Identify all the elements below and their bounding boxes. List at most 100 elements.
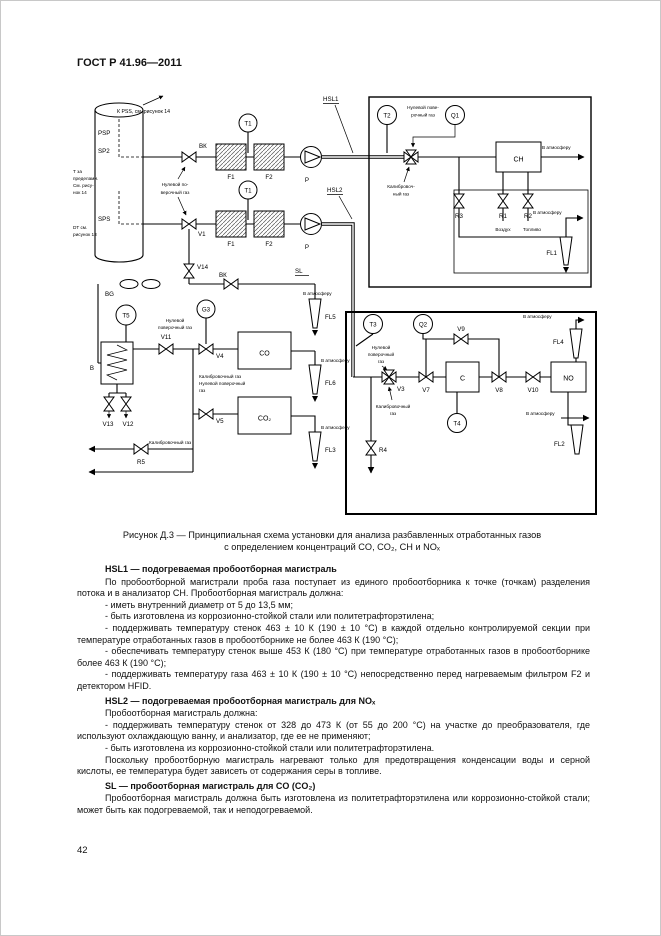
cal-gas-arrow-nox <box>387 386 393 401</box>
cooling-bath-b <box>100 341 134 385</box>
sensor-q2 <box>413 314 433 334</box>
analyzer-co2-box <box>237 396 292 435</box>
zero-gas-arrow-down <box>177 196 187 216</box>
label-zero-gas-c1: Нулевой <box>372 344 391 350</box>
valve-v3 <box>381 371 397 383</box>
list-item: - поддерживать температуру стенок от 328… <box>77 719 590 742</box>
valve-v5 <box>198 408 214 420</box>
ch-analyzer-enclosure: T2 Q1 Нулевой пове- рочный газ Калиброво… <box>368 96 592 288</box>
heated-pipe-hsl2-core <box>322 223 354 377</box>
label-sp2: SP2 <box>98 148 110 155</box>
label-bk2: ВК <box>219 272 227 279</box>
analyzer-no-box <box>550 361 587 393</box>
blower-bg-2 <box>141 279 161 289</box>
vent-fl1 <box>565 214 584 237</box>
rotameter-fl2 <box>570 424 584 455</box>
list-item: - обеспечивать температуру стенок выше 4… <box>77 646 590 668</box>
valve-v11 <box>158 343 174 355</box>
label-v4: V4 <box>216 353 224 360</box>
label-cal-gas-b2: газ <box>390 411 396 416</box>
zero-gas-arrow-up <box>177 166 186 180</box>
label-f1-bottom: F1 <box>227 241 235 248</box>
sl-branch: V14 ВК BG T5 В V13 V12 V11 Нулевой повер… <box>88 229 350 476</box>
label-r4: R4 <box>379 447 387 454</box>
pipes-sl <box>97 229 316 472</box>
regulator-r5 <box>133 443 149 455</box>
label-sl: SL <box>295 268 303 275</box>
page-number: 42 <box>77 845 88 856</box>
label-zero-gas-c2: поверочный <box>368 351 395 357</box>
sensor-t5 <box>115 304 137 326</box>
filter-f2-top <box>253 143 285 171</box>
valve-bk2 <box>223 278 239 290</box>
label-mid-gas-1: Калибровочный газ <box>199 373 241 379</box>
label-atm-fl5: В атмосферу <box>303 291 332 296</box>
enclosure-nox <box>345 311 597 515</box>
analyzer-ch-box <box>495 141 542 173</box>
label-hsl2: HSL2 <box>327 187 343 194</box>
label-v10: V10 <box>527 387 539 394</box>
label-r3: R3 <box>455 213 463 220</box>
label-r5: R5 <box>137 459 145 466</box>
label-fl3: FL3 <box>325 447 336 454</box>
list-item: - быть изготовлена из коррозионно-стойко… <box>105 742 435 753</box>
nox-analyzer-enclosure: T3 Q2 T4 Нулевой поверочный газ Калибров… <box>345 311 597 515</box>
hsl1-leader <box>323 103 354 154</box>
rotameter-fl3 <box>308 431 322 462</box>
figure-caption: Рисунок Д.3 — Принципиальная схема устан… <box>74 529 590 553</box>
fl1-drain-arrow <box>563 267 569 273</box>
label-hsl1: HSL1 <box>323 96 339 103</box>
tunnel-bottom <box>94 254 144 263</box>
sample-line-hsl2: V1 Нулевой по- верочный газ T1 F1 F2 P H… <box>143 166 355 377</box>
label-v5: V5 <box>216 418 224 425</box>
label-atm-fl4: В атмосферу <box>523 314 552 319</box>
valve-v7 <box>418 371 434 383</box>
sampling-probes <box>118 119 143 225</box>
label-fl4: FL4 <box>553 339 564 346</box>
label-v8: V8 <box>495 387 503 394</box>
sensor-t4 <box>447 413 467 433</box>
list-item: - быть изготовлена из коррозионно-стойко… <box>105 611 435 622</box>
paragraph: Пробоотборная магистраль должна: <box>105 708 258 719</box>
sensor-q1 <box>445 105 465 125</box>
label-sps: SPS <box>98 216 110 223</box>
label-atm-fl2: В атмосферу <box>526 411 555 416</box>
label-psp: PSP <box>98 130 110 137</box>
regulator-r3 <box>453 193 465 209</box>
label-fl5: FL5 <box>325 314 336 321</box>
valve-span-h <box>403 151 419 163</box>
inner-box-fid-supply <box>453 189 589 274</box>
hsl2-leader <box>327 194 353 220</box>
enclosure-ch <box>368 96 592 288</box>
filter-f2-bottom <box>253 210 285 238</box>
label-t4: T4 <box>453 421 461 428</box>
valve-v13 <box>103 396 115 412</box>
label-fl6: FL6 <box>325 380 336 387</box>
filter-f1-bottom <box>215 210 247 238</box>
valve-v9 <box>453 333 469 345</box>
converter-c-box <box>445 361 480 393</box>
sensor-t1-bottom <box>238 180 258 200</box>
valve-v1 <box>181 218 197 230</box>
label-q2: Q2 <box>419 322 428 329</box>
label-t1-bottom: T1 <box>244 188 252 195</box>
blower-bg-1 <box>119 279 139 289</box>
label-q1: Q1 <box>451 113 460 120</box>
label-cal-gas-ch-1: Калибровоч- <box>387 184 415 189</box>
label-cal-gas-b1: Калибровочный <box>376 403 411 409</box>
label-p-bottom: P <box>305 244 309 251</box>
label-r1: R1 <box>499 213 507 220</box>
sensor-g3 <box>196 299 216 319</box>
sensor-t1-top <box>238 113 258 133</box>
pipes-ch <box>386 124 560 238</box>
label-v13: V13 <box>102 421 114 428</box>
sensor-t2 <box>377 105 397 125</box>
label-cal-gas-ch-2: ный газ <box>393 191 409 197</box>
analyzer-co-box <box>237 331 292 370</box>
label-bk1: ВК <box>199 143 207 150</box>
paragraph: По пробоотборной магистрали проба газа п… <box>77 576 590 599</box>
valve-v10 <box>525 371 541 383</box>
paragraph: Поскольку пробоотборную магистраль нагре… <box>77 754 590 777</box>
rotameter-fl6 <box>308 364 322 395</box>
label-zero-gas-a1: Нулевой по- <box>162 181 189 187</box>
